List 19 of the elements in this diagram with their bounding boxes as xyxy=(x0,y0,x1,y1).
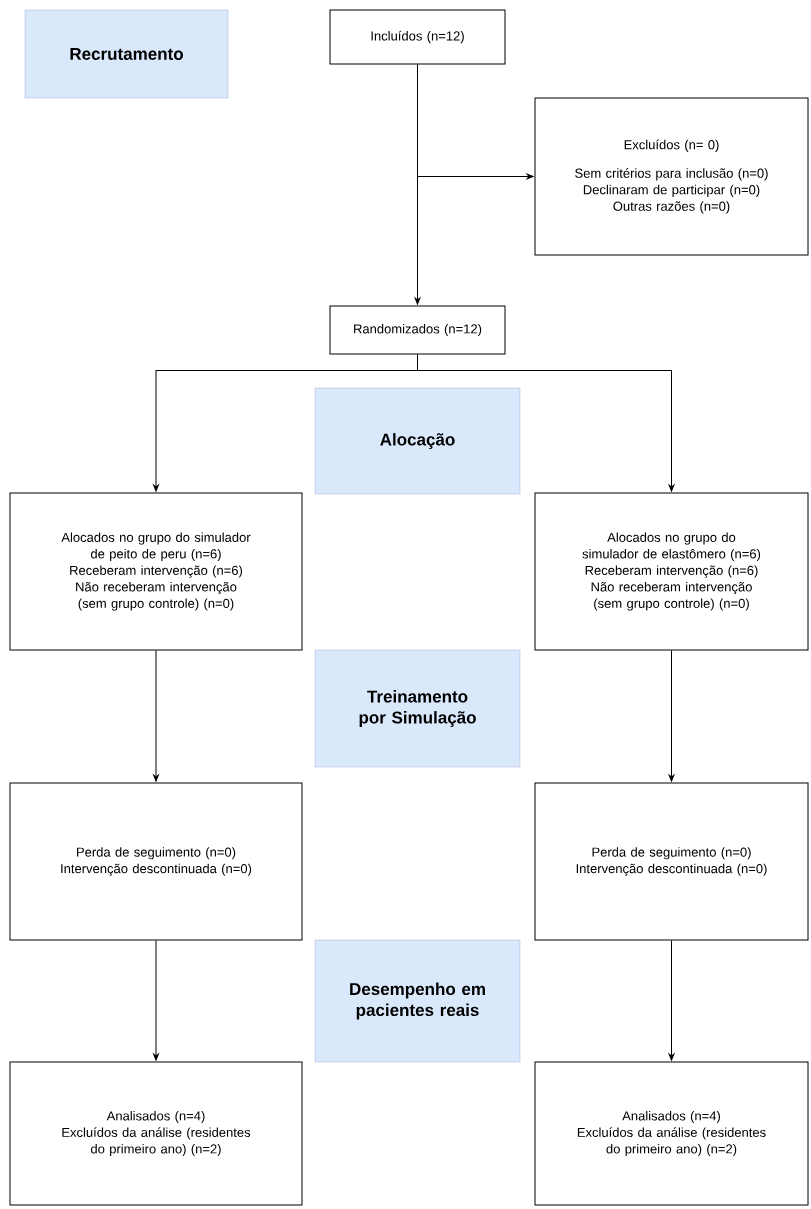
arrow xyxy=(417,64,534,180)
stage-box: Treinamento por Simulação xyxy=(314,649,521,768)
stage-box: Desempenho em pacientes reais xyxy=(314,939,521,1063)
arrow xyxy=(153,650,159,782)
process-box: Perda de seguimento (n=0) Intervenção descontinuada (n=0) xyxy=(534,782,809,941)
process-box: Alocados no grupo do simulador de elastômero (n=6) Receberam intervenção (n=6) Não receberam intervenção (sem grupo controle) (n=0) xyxy=(534,492,809,651)
process-box: Excluídos (n= 0) Sem critérios para inclusão (n=0) Declinaram de participar (n=0) Outras razões (n=0) xyxy=(534,97,809,256)
process-box: Incluídos (n=12) xyxy=(329,9,506,65)
process-box: Alocados no grupo do simulador de peito de peru (n=6) Receberam intervenção (n=6) Não receberam intervenção (sem grupo controle) (n=0) xyxy=(9,492,303,651)
process-box: Perda de seguimento (n=0) Intervenção descontinuada (n=0) xyxy=(9,782,303,941)
process-box: Analisados (n=4) Excluídos da análise (residentes do primeiro ano) (n=2) xyxy=(534,1061,809,1206)
process-box: Randomizados (n=12) xyxy=(329,305,506,355)
arrow xyxy=(417,354,675,492)
arrow xyxy=(153,940,159,1061)
arrow xyxy=(668,650,675,782)
arrow xyxy=(668,940,675,1061)
process-box: Analisados (n=4) Excluídos da análise (residentes do primeiro ano) (n=2) xyxy=(9,1061,303,1206)
stage-box: Recrutamento xyxy=(24,9,229,99)
stage-box: Alocação xyxy=(314,387,521,495)
